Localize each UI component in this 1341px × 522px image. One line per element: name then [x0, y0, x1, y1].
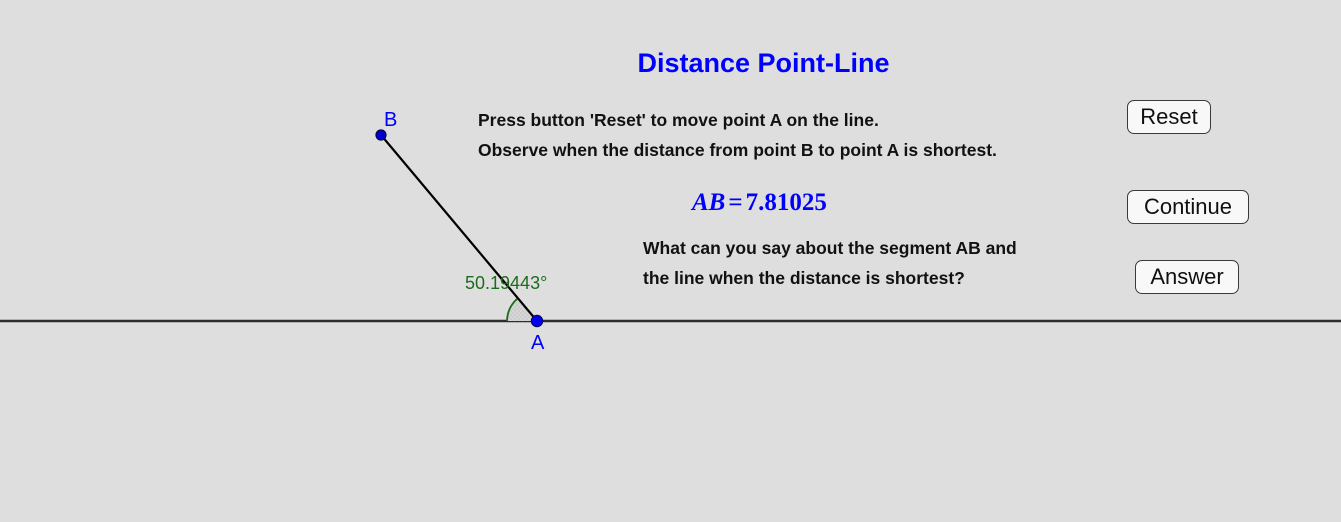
formula-value: 7.81025: [745, 189, 827, 216]
point-b-label: B: [384, 109, 398, 131]
question-line-2: the line when the distance is shortest?: [643, 268, 965, 288]
answer-button[interactable]: Answer: [1135, 260, 1239, 294]
instruction-line-2: Observe when the distance from point B t…: [478, 140, 997, 160]
instruction-line-1: Press button 'Reset' to move point A on …: [478, 110, 879, 130]
question-line-1: What can you say about the segment AB an…: [643, 238, 1017, 258]
distance-formula: AB=7.81025: [692, 189, 827, 217]
formula-equals: =: [728, 189, 743, 216]
continue-button[interactable]: Continue: [1127, 190, 1249, 224]
formula-label: AB: [692, 189, 726, 216]
point-a[interactable]: [530, 314, 544, 328]
angle-measure-label: 50.19443°: [465, 273, 548, 293]
reset-button[interactable]: Reset: [1127, 100, 1211, 134]
point-a-label: A: [531, 332, 545, 354]
point-b[interactable]: [375, 129, 387, 141]
angle-sector-fill: [507, 297, 537, 321]
segment-ab[interactable]: [380, 134, 538, 322]
page-title: Distance Point-Line: [637, 48, 890, 78]
